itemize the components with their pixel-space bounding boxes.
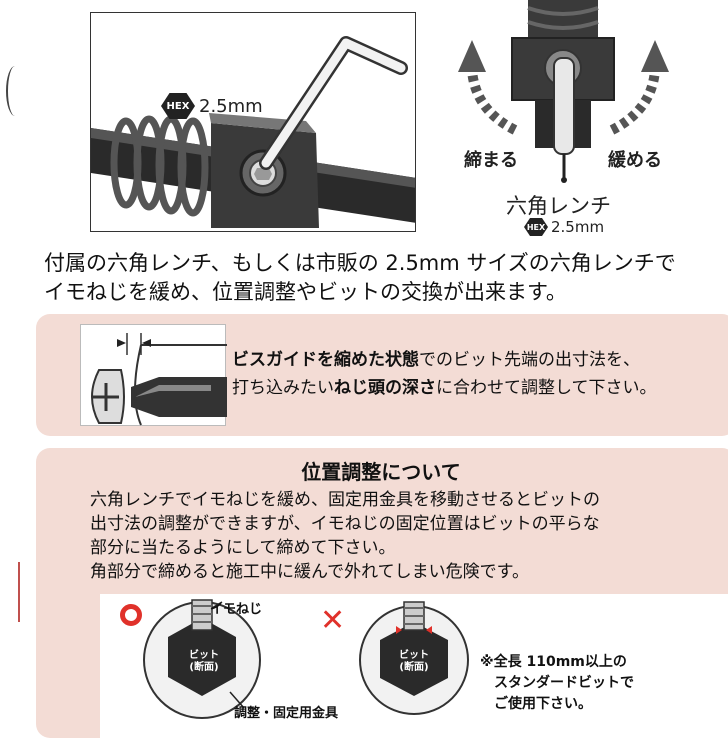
left-edge-mark <box>18 562 20 622</box>
instruction-emphasis-1: ビスガイドを縮めた状態 <box>232 350 419 370</box>
wrench-insertion-illustration: HEX 2.5mm <box>90 12 416 232</box>
incorrect-mark-icon: ✕ <box>320 603 346 638</box>
bit-cross-section-label-ok: ビット (断面) <box>189 650 219 673</box>
hex-size-callout: HEX 2.5mm <box>161 93 263 119</box>
bit-depth-instruction-box: ビスガイドを縮めた状態でのビット先端の出寸法を、 打ち込みたいねじ頭の深さに合わ… <box>36 314 728 436</box>
position-adjustment-heading: 位置調整について <box>301 460 461 484</box>
bit-depth-drawing <box>91 333 227 426</box>
instruction-line-2: 打ち込みたいねじ頭の深さに合わせて調整して下さい。 <box>232 374 712 402</box>
rotation-drawing <box>458 0 669 183</box>
set-screw-label: イモねじ <box>210 602 263 617</box>
hex-size-label: 2.5mm <box>199 95 263 117</box>
bit-depth-instruction-text: ビスガイドを縮めた状態でのビット先端の出寸法を、 打ち込みたいねじ頭の深さに合わ… <box>232 346 712 402</box>
bit-depth-illustration <box>80 324 227 426</box>
fixing-bracket-label: 調整・固定用金具 <box>234 706 339 721</box>
incorrect-clamping-drawing <box>359 601 469 715</box>
intro-paragraph: 付属の六角レンチ、もしくは市販の 2.5mm サイズの六角レンチで イモねじを緩… <box>44 251 676 304</box>
correct-mark-icon <box>120 604 142 626</box>
instruction-text-2b: に合わせて調整して下さい。 <box>436 378 657 398</box>
standard-bit-note: ※全長 110mm以上の スタンダードビットで ご使用下さい。 <box>480 654 634 712</box>
tighten-label: 締まる <box>464 150 518 171</box>
rotation-direction-diagram: 締まる 緩める 六角レンチ HEX 2.5mm <box>440 0 710 240</box>
bit-cross-section-label-ng: ビット (断面) <box>399 650 429 673</box>
hex-size-label: 2.5mm <box>551 218 605 236</box>
loosen-label: 緩める <box>608 150 662 171</box>
hex-badge-icon: HEX <box>161 93 195 119</box>
correct-clamping-drawing <box>143 599 261 719</box>
position-adjustment-body: 六角レンチでイモねじを緩め、固定用金具を移動させるとビットの 出寸法の調整ができ… <box>90 490 600 582</box>
hex-wrench-label: 六角レンチ <box>506 194 611 218</box>
hex-size-callout-2: HEX 2.5mm <box>524 218 604 236</box>
instruction-text-2a: 打ち込みたい <box>232 378 334 398</box>
instruction-emphasis-2: ねじ頭の深さ <box>334 378 436 398</box>
instruction-text-1: でのビット先端の出寸法を、 <box>419 350 640 370</box>
hex-badge-icon: HEX <box>524 218 548 236</box>
wrench-insertion-drawing <box>91 36 415 228</box>
instruction-line-1: ビスガイドを縮めた状態でのビット先端の出寸法を、 <box>232 346 712 374</box>
left-edge-bracket <box>6 66 24 116</box>
